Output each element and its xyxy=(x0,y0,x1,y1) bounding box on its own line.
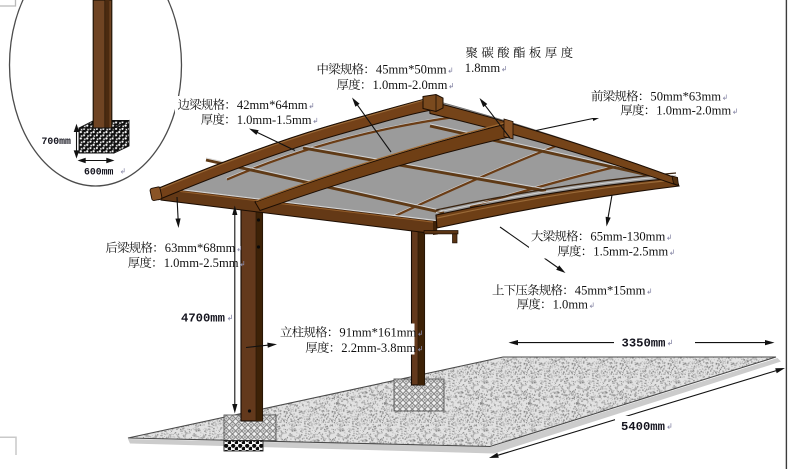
svg-text:1.0mm: 1.0mm xyxy=(553,298,589,312)
svg-text:42mm*64mm: 42mm*64mm xyxy=(237,98,308,112)
svg-text:91mm*161mm: 91mm*161mm xyxy=(339,326,416,340)
svg-text:1.8mm: 1.8mm xyxy=(465,61,501,75)
svg-text:3350mm: 3350mm xyxy=(622,337,666,351)
svg-text:45mm*15mm: 45mm*15mm xyxy=(575,284,646,298)
svg-text:1.0mm-1.5mm: 1.0mm-1.5mm xyxy=(237,113,312,127)
svg-text:65mm-130mm: 65mm-130mm xyxy=(590,230,665,244)
svg-text:1.0mm-2.0mm: 1.0mm-2.0mm xyxy=(656,104,731,118)
svg-text:1.0mm-2.5mm: 1.0mm-2.5mm xyxy=(164,256,239,270)
svg-text:45mm*50mm: 45mm*50mm xyxy=(376,63,447,77)
svg-text:5400mm: 5400mm xyxy=(621,420,665,434)
svg-text:63mm*68mm: 63mm*68mm xyxy=(165,241,236,255)
svg-text:1.0mm-2.0mm: 1.0mm-2.0mm xyxy=(373,78,448,92)
svg-text:700mm: 700mm xyxy=(42,136,72,147)
svg-text:600mm: 600mm xyxy=(84,167,114,178)
svg-text:1.5mm-2.5mm: 1.5mm-2.5mm xyxy=(593,245,668,259)
svg-text:50mm*63mm: 50mm*63mm xyxy=(650,90,721,104)
svg-text:2.2mm-3.8mm: 2.2mm-3.8mm xyxy=(341,341,416,355)
svg-text:4700mm: 4700mm xyxy=(181,312,225,326)
